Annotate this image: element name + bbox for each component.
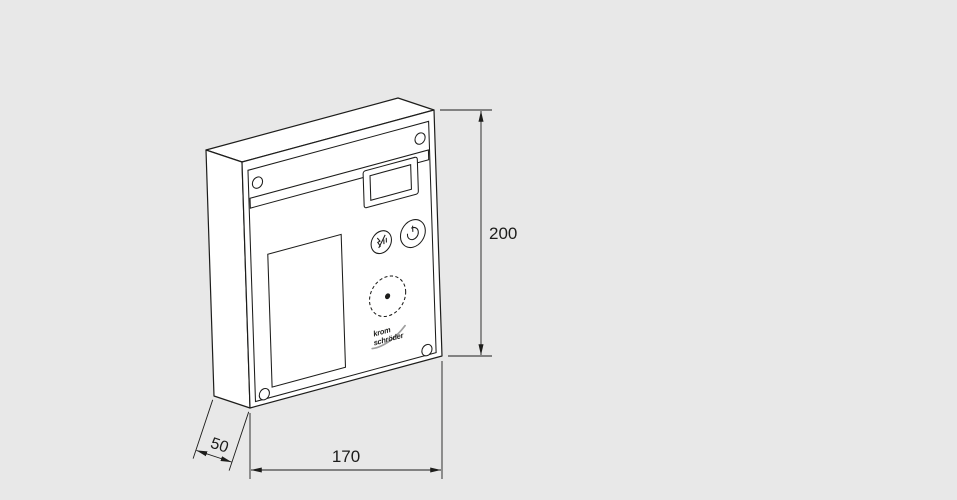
front-panel: krom schröder [248, 121, 436, 402]
extension-line-back [192, 399, 214, 459]
dimension-width: 170 [249, 361, 443, 479]
top-strip [250, 150, 429, 208]
power-button-ring [400, 217, 426, 251]
power-button [400, 217, 426, 251]
display-window [370, 165, 411, 201]
dimension-line-depth [196, 449, 232, 463]
corner-screw-bottom-right [422, 343, 433, 357]
dimension-depth: 50 [192, 399, 250, 471]
corner-screw-top-right [415, 132, 426, 146]
dimension-height: 200 [440, 109, 517, 357]
brand-swoosh-icon [372, 326, 406, 349]
reset-button [371, 228, 392, 256]
dimension-label-width: 170 [332, 447, 360, 466]
device-housing [205, 97, 443, 409]
front-plate-outline [248, 121, 436, 401]
extension-line-front [228, 411, 250, 471]
label-area [268, 234, 346, 387]
knob-dashed-circle [369, 272, 406, 321]
knob-center-dot [384, 293, 391, 300]
dimension-label-height: 200 [489, 224, 517, 243]
corner-screw-top-left [252, 176, 263, 190]
corner-screw-bottom-left [259, 387, 270, 401]
reset-icon [377, 235, 386, 249]
knob-position-marker [369, 272, 406, 321]
power-icon [407, 224, 418, 241]
display-frame [363, 157, 418, 209]
dimension-label-depth: 50 [208, 435, 230, 457]
